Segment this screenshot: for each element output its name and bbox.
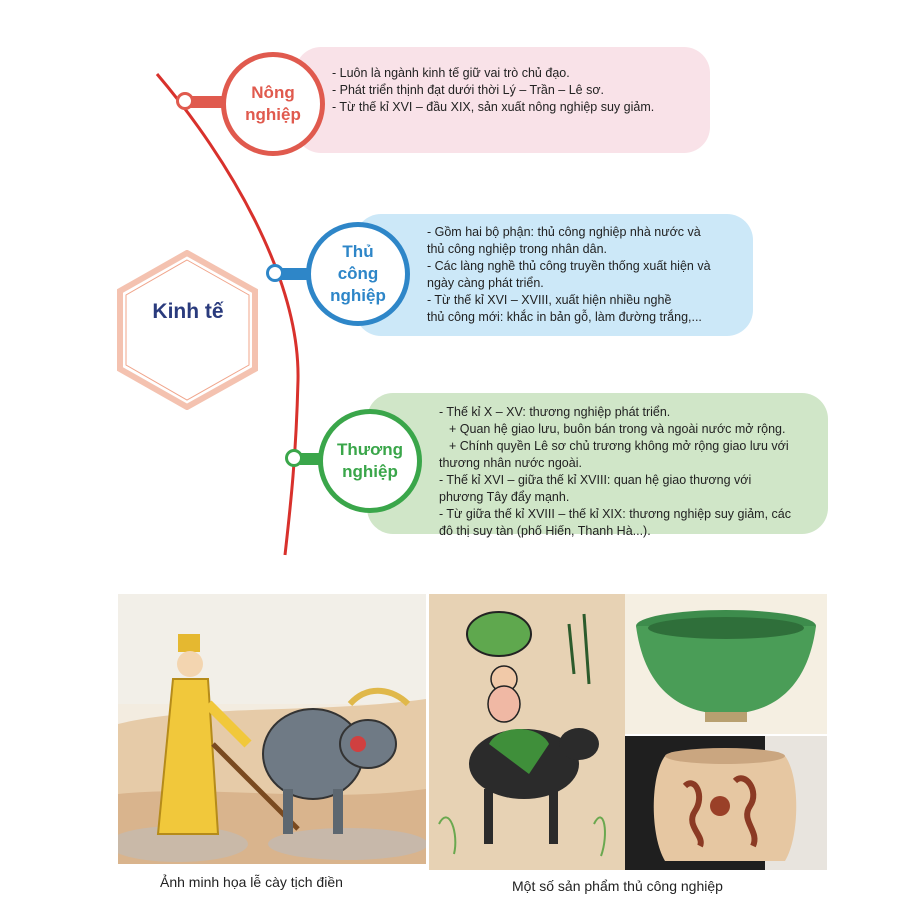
agriculture-item: - Từ thế kỉ XVI – đầu XIX, sản xuất nông… <box>332 100 655 114</box>
handicraft-item: - Từ thế kỉ XVI – XVIII, xuất hiện nhiều… <box>427 293 672 307</box>
celadon-bowl-photo <box>625 594 827 734</box>
commerce-circle: Thương nghiệp <box>318 409 422 513</box>
commerce-item: + Chính quyền Lê sơ chủ trương không mở … <box>449 439 789 453</box>
ceramic-jar-photo <box>625 736 827 870</box>
handicraft-title: công <box>337 264 379 283</box>
commerce-item: thương nhân nước ngoài. <box>439 456 582 470</box>
agriculture-title: Nông <box>251 83 295 102</box>
handicraft-item: thủ công mới: khắc in bản gỗ, làm đường … <box>427 310 702 324</box>
handicraft-title: nghiệp <box>330 286 386 305</box>
jar-shape <box>625 736 827 870</box>
agriculture-title: nghiệp <box>245 105 301 124</box>
agriculture-dot <box>176 92 194 110</box>
ploughing-illustration <box>118 594 426 864</box>
commerce-title: nghiệp <box>342 462 398 481</box>
commerce-item: - Từ giữa thế kỉ XVIII – thế kỉ XIX: thư… <box>439 507 791 521</box>
handicraft-item: - Các làng nghề thủ công truyền thống xu… <box>427 259 711 273</box>
agriculture-item: - Phát triển thịnh đạt dưới thời Lý – Tr… <box>332 83 604 97</box>
ploughing-scene <box>118 594 426 864</box>
handicraft-circle: Thủ công nghiệp <box>306 222 410 326</box>
commerce-item: - Thế kỉ XVI – giữa thế kỉ XVIII: quan h… <box>439 473 752 487</box>
agriculture-circle: Nông nghiệp <box>221 52 325 156</box>
agriculture-item: - Luôn là ngành kinh tế giữ vai trò chủ … <box>332 66 570 80</box>
center-label: Kinh tế <box>152 300 224 323</box>
center-hexagon <box>117 250 258 410</box>
caption-handicraft: Một số sản phẩm thủ công nghiệp <box>512 878 723 894</box>
commerce-title: Thương <box>337 440 403 459</box>
handicraft-item: ngày càng phát triển. <box>427 276 544 290</box>
commerce-item: đô thị suy tàn (phố Hiến, Thanh Hà...). <box>439 524 651 538</box>
commerce-dot <box>285 449 303 467</box>
handicraft-title: Thủ <box>342 242 374 261</box>
handicraft-item: thủ công nghiệp trong nhân dân. <box>427 242 608 256</box>
handicraft-item: - Gồm hai bộ phận: thủ công nghiệp nhà n… <box>427 225 701 239</box>
commerce-item: phương Tây đẩy mạnh. <box>439 490 570 504</box>
commerce-item: - Thế kỉ X – XV: thương nghiệp phát triể… <box>439 405 671 419</box>
bowl-shape <box>625 594 827 734</box>
caption-ploughing: Ảnh minh họa lễ cày tịch điền <box>160 874 343 890</box>
buffalo-boy-scene <box>429 594 625 870</box>
agriculture-box: - Luôn là ngành kinh tế giữ vai trò chủ … <box>295 47 710 153</box>
handicraft-box: - Gồm hai bộ phận: thủ công nghiệp nhà n… <box>355 214 753 336</box>
dong-ho-painting <box>429 594 625 870</box>
commerce-box: - Thế kỉ X – XV: thương nghiệp phát triể… <box>367 393 828 538</box>
handicraft-dot <box>266 264 284 282</box>
commerce-item: + Quan hệ giao lưu, buôn bán trong và ng… <box>449 422 786 436</box>
